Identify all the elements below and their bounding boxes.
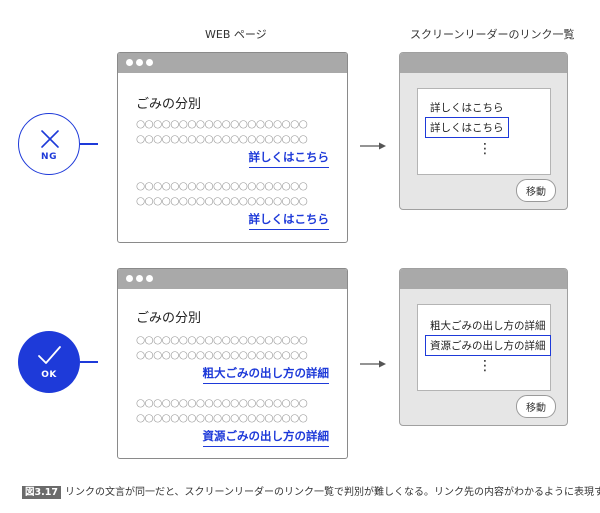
ok-badge: OK	[18, 331, 80, 393]
window-titlebar	[118, 53, 347, 73]
link-list-item-selected[interactable]: 詳しくはこちら	[425, 117, 509, 138]
window-dot	[136, 275, 143, 282]
web-page-window-ng: ごみの分別 ○○○○○○○○○○○○○○○○○○○○ ○○○○○○○○○○○○○…	[117, 52, 348, 243]
screen-reader-window-ok: 粗大ごみの出し方の詳細 資源ごみの出し方の詳細 ⋮ 移動	[399, 268, 568, 426]
window-dot	[136, 59, 143, 66]
window-titlebar	[400, 269, 567, 289]
cross-icon	[41, 130, 59, 148]
placeholder-text: ○○○○○○○○○○○○○○○○○○○○	[136, 118, 308, 130]
placeholder-text: ○○○○○○○○○○○○○○○○○○○○	[136, 349, 308, 361]
move-button[interactable]: 移動	[516, 395, 556, 418]
move-button[interactable]: 移動	[516, 179, 556, 202]
ng-connector	[80, 143, 98, 145]
more-items-icon: ⋮	[478, 358, 492, 374]
web-page-column-label: WEB ページ	[205, 28, 267, 41]
window-titlebar	[400, 53, 567, 73]
caption-text: リンクの文言が同一だと、スクリーンリーダーのリンク一覧で判別が難しくなる。リンク…	[64, 487, 600, 498]
more-items-icon: ⋮	[478, 141, 492, 157]
screen-reader-column-label: スクリーンリーダーのリンク一覧	[410, 28, 575, 41]
web-page-window-ok: ごみの分別 ○○○○○○○○○○○○○○○○○○○○ ○○○○○○○○○○○○○…	[117, 268, 348, 459]
placeholder-text: ○○○○○○○○○○○○○○○○○○○○	[136, 133, 308, 145]
page-title: ごみの分別	[136, 311, 202, 326]
placeholder-text: ○○○○○○○○○○○○○○○○○○○○	[136, 397, 308, 409]
oversized-garbage-link[interactable]: 粗大ごみの出し方の詳細	[202, 365, 329, 384]
recyclables-link[interactable]: 資源ごみの出し方の詳細	[202, 428, 329, 447]
arrow-right-icon	[360, 142, 386, 150]
details-link[interactable]: 詳しくはこちら	[248, 211, 329, 230]
window-titlebar	[118, 269, 347, 289]
link-list-item-selected[interactable]: 資源ごみの出し方の詳細	[425, 335, 551, 356]
ok-label: OK	[41, 370, 57, 380]
link-list: 詳しくはこちら 詳しくはこちら ⋮	[417, 88, 551, 175]
check-icon	[38, 346, 61, 364]
figure-number: 図3.17	[22, 486, 61, 499]
ok-connector	[80, 361, 98, 363]
placeholder-text: ○○○○○○○○○○○○○○○○○○○○	[136, 180, 308, 192]
window-dot	[146, 275, 153, 282]
window-dot	[126, 59, 133, 66]
link-list-item[interactable]: 詳しくはこちら	[430, 102, 504, 114]
placeholder-text: ○○○○○○○○○○○○○○○○○○○○	[136, 195, 308, 207]
screen-reader-window-ng: 詳しくはこちら 詳しくはこちら ⋮ 移動	[399, 52, 568, 210]
ng-label: NG	[41, 152, 57, 162]
window-dot	[126, 275, 133, 282]
page-title: ごみの分別	[136, 97, 202, 112]
placeholder-text: ○○○○○○○○○○○○○○○○○○○○	[136, 412, 308, 424]
window-dot	[146, 59, 153, 66]
details-link[interactable]: 詳しくはこちら	[248, 149, 329, 168]
placeholder-text: ○○○○○○○○○○○○○○○○○○○○	[136, 334, 308, 346]
link-list-item[interactable]: 粗大ごみの出し方の詳細	[430, 320, 546, 332]
link-list: 粗大ごみの出し方の詳細 資源ごみの出し方の詳細 ⋮	[417, 304, 551, 391]
ng-badge: NG	[18, 113, 80, 175]
arrow-right-icon	[360, 360, 386, 368]
